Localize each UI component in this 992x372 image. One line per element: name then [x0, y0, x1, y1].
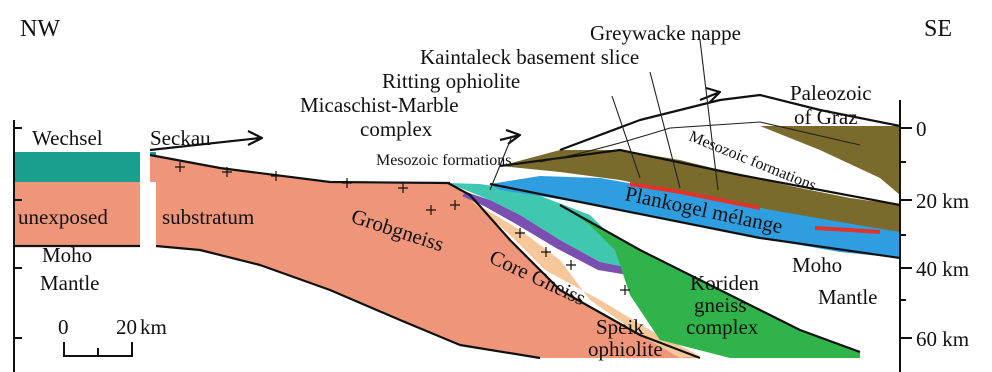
koriden-label-1: Koriden [690, 271, 759, 295]
speik-label-2: ophiolite [588, 337, 663, 361]
kaintaleck-label: Kaintaleck basement slice [420, 45, 639, 69]
wechsel-unit [14, 152, 140, 182]
scale-bar [64, 342, 132, 356]
scale-right-label: 20 [116, 315, 137, 339]
mesozoic-lower-label: Mesozoic formations [376, 152, 512, 169]
moho-left-label: Moho [42, 243, 92, 267]
mantle-left-label: Mantle [40, 271, 99, 295]
nw-label: NW [20, 16, 60, 42]
ritting-label: Ritting ophiolite [382, 69, 520, 93]
speik-label-1: Speik [596, 315, 644, 339]
scale-left-label: 0 [58, 315, 69, 339]
micaschist-label-2: complex [360, 117, 433, 141]
se-label: SE [924, 16, 952, 42]
wechsel-label: Wechsel [32, 126, 103, 150]
koriden-label-3: complex [686, 315, 759, 339]
greywacke-label: Greywacke nappe [590, 21, 741, 45]
depth-tick-60: 60 km [916, 327, 969, 351]
micaschist-label-1: Micaschist-Marble [300, 93, 459, 117]
scale-unit-label: km [140, 315, 167, 339]
seckau-label: Seckau [150, 126, 211, 150]
mantle-right-label: Mantle [818, 285, 877, 309]
depth-axis [900, 100, 912, 372]
depth-tick-40: 40 km [916, 257, 969, 281]
substratum-label: substratum [162, 205, 254, 229]
paleozoic-label-1: Paleozoic [790, 81, 872, 105]
koriden-label-2: gneiss [694, 293, 747, 317]
depth-tick-20: 20 km [916, 189, 969, 213]
unexposed-label: unexposed [18, 205, 108, 229]
moho-right-label: Moho [792, 253, 842, 277]
paleozoic-label-2: of Graz [794, 105, 858, 129]
depth-tick-0: 0 [916, 117, 927, 141]
